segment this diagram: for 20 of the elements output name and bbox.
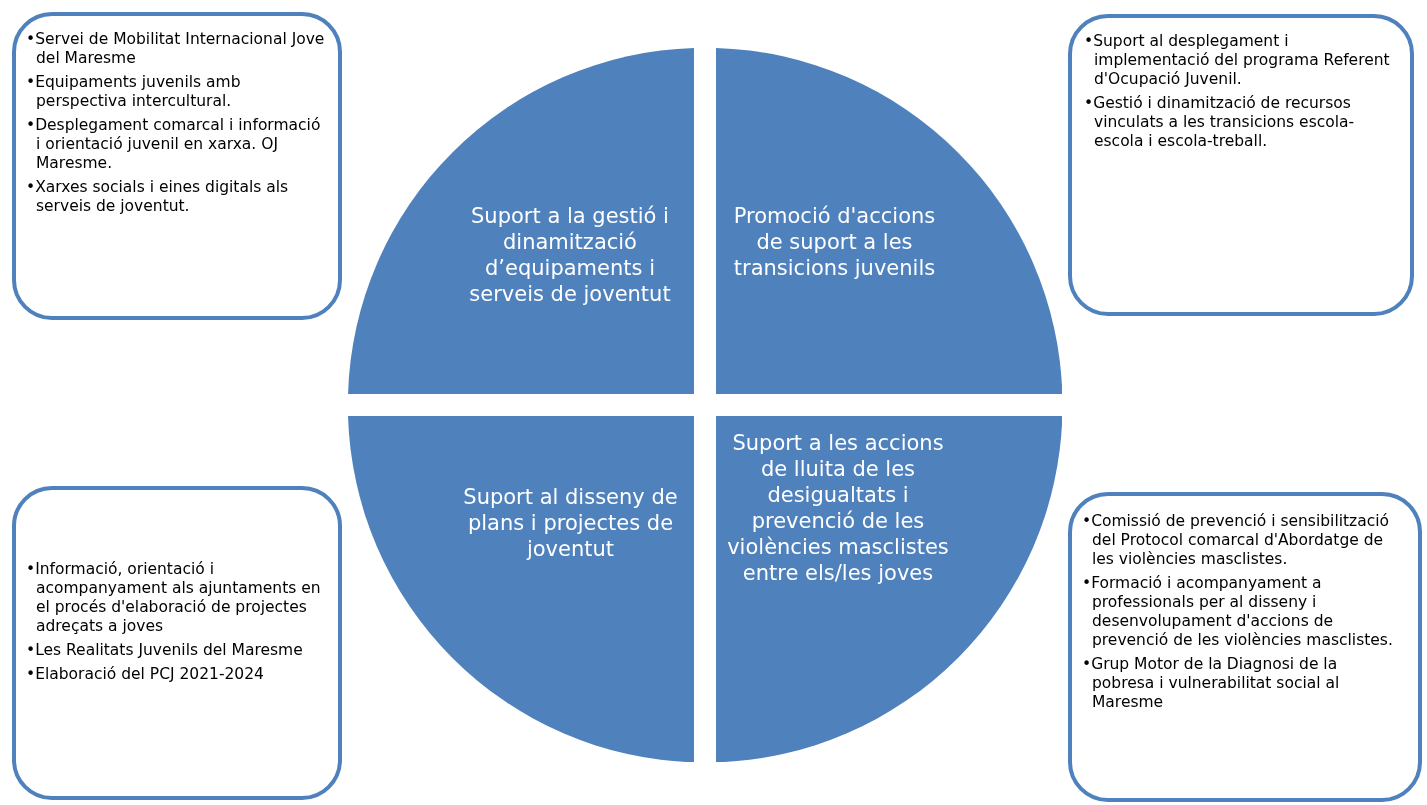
bullet-item: •Les Realitats Juvenils del Maresme (26, 641, 304, 660)
bullet-item: •Elaboració del PCJ 2021-2024 (26, 665, 265, 684)
segment-label: Promoció d'accions de suport a les transicions juvenils (732, 203, 937, 281)
segment-label: Suport a la gestió i dinamització d’equipaments i serveis de joventut (468, 203, 672, 307)
bullet-item: •Equipaments juvenils amb perspectiva intercultural. (26, 73, 242, 111)
bullet-item: •Xarxes socials i eines digitals als serveis de joventut. (26, 178, 290, 216)
bullet-item: •Servei de Mobilitat Internacional Jove del Maresme (26, 30, 326, 68)
text-card (1068, 492, 1422, 802)
bullet-item: •Formació i acompanyament a professionals per al disseny i desenvolupament d'accions de prevenció de les violències masclistes. (1082, 574, 1394, 650)
text-card (1068, 14, 1414, 316)
bullet-item: •Desplegament comarcal i informació i orientació juvenil en xarxa. OJ Maresme. (26, 116, 322, 173)
bullet-item: •Grup Motor de la Diagnosi de la pobresa i vulnerabilitat social al Maresme (1082, 655, 1341, 712)
bullet-item: •Gestió i dinamització de recursos vinculats a les transicions escola-escola i escola-treball. (1084, 94, 1356, 151)
segment-label: Suport a les accions de lluita de les desigualtats i prevenció de les violències masclistes entre els/les joves (726, 430, 950, 586)
text-card (12, 486, 342, 800)
segment-label: Suport al disseny de plans i projectes de joventut (462, 484, 679, 562)
bullet-item: •Comissió de prevenció i sensibilització del Protocol comarcal d'Abordatge de les violències masclistes. (1082, 512, 1391, 569)
bullet-item: •Informació, orientació i acompanyament als ajuntaments en el procés d'elaboració de projectes adreçats a joves (26, 560, 322, 636)
bullet-item: •Suport al desplegament i implementació del programa Referent d'Ocupació Juvenil. (1084, 32, 1391, 89)
text-card (12, 12, 342, 320)
